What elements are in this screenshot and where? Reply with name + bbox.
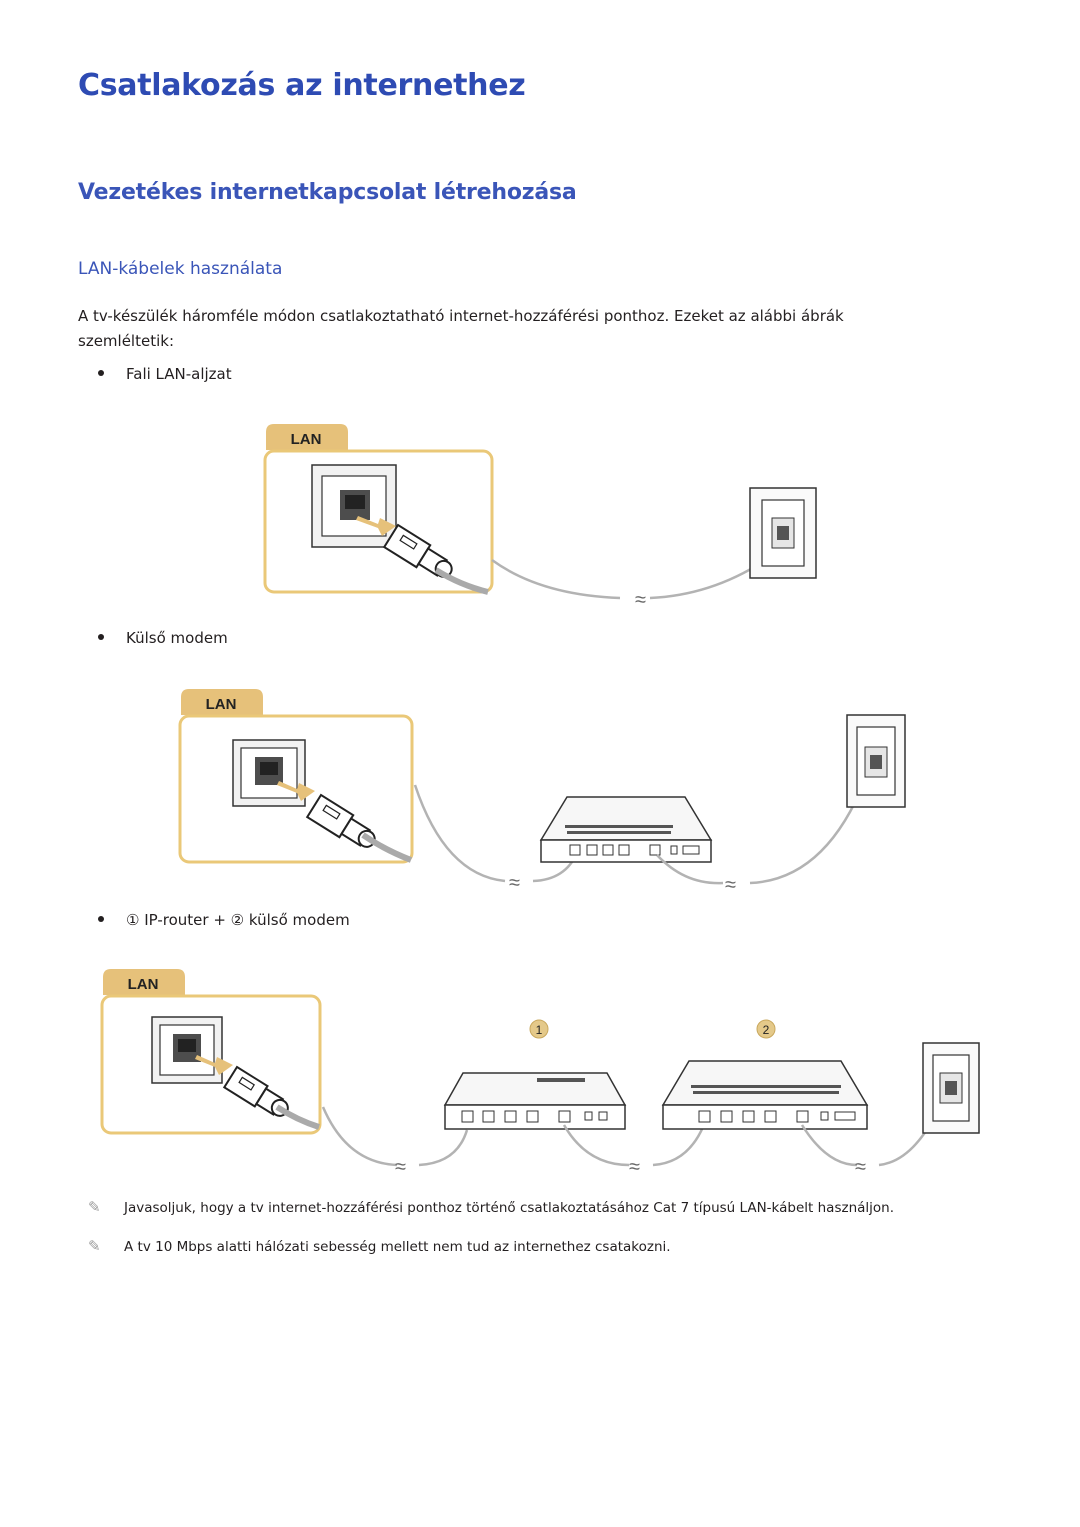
lan-callout: LAN (178, 689, 414, 864)
modem-icon (661, 1060, 869, 1130)
lan-plug-icon (382, 523, 453, 578)
page-title: Csatlakozás az internethez (78, 68, 526, 103)
cable-break-icon: ≈ (395, 1156, 406, 1178)
modem-icon (539, 796, 713, 863)
cable-line (418, 1129, 469, 1167)
section-title: Vezetékes internetkapcsolat létrehozása (78, 180, 577, 205)
cable-line (800, 1124, 858, 1167)
cable-break-icon: ≈ (509, 872, 520, 894)
intro-paragraph: A tv-készülék háromféle módon csatlakozt… (78, 307, 844, 350)
option-wall-lan: Fali LAN-aljzat (98, 365, 232, 383)
lan-tab-label: LAN (206, 696, 237, 713)
note-text: A tv 10 Mbps alatti hálózati sebesség me… (124, 1239, 671, 1255)
lan-tab-label: LAN (291, 431, 322, 448)
bullet-dot-icon (98, 369, 104, 376)
pencil-icon: ✎ (88, 1198, 101, 1216)
option-label: Fali LAN-aljzat (126, 365, 232, 383)
modem-marker: 2 (756, 1019, 776, 1039)
cable-line (491, 558, 621, 600)
subsection-title: LAN-kábelek használata (78, 259, 283, 279)
svg-text:2: 2 (763, 1023, 770, 1037)
cable-break-icon: ≈ (629, 1156, 640, 1178)
insert-arrow-icon (356, 516, 396, 536)
option-label: Külső modem (126, 629, 228, 647)
note-text: Javasoljuk, hogy a tv internet-hozzáféré… (124, 1200, 895, 1216)
diagram-router-modem: LAN ≈ 1 ≈ 2 (100, 969, 980, 1178)
insert-arrow-icon (277, 781, 315, 801)
option-external-modem: Külső modem (98, 629, 228, 647)
diagram-wall-lan: LAN ≈ (263, 424, 817, 611)
cable-break-icon: ≈ (725, 874, 736, 896)
router-icon (443, 1072, 627, 1130)
diagram-external-modem: LAN ≈ ≈ (178, 689, 906, 896)
cable-line (652, 1126, 705, 1167)
option-router-modem: ① IP-router + ② külső modem (98, 911, 350, 929)
wall-socket-icon (922, 1042, 980, 1134)
cable-line (562, 1124, 630, 1167)
note-speed: ✎ A tv 10 Mbps alatti hálózati sebesség m… (88, 1237, 671, 1255)
pencil-icon: ✎ (88, 1237, 101, 1255)
svg-text:1: 1 (536, 1023, 543, 1037)
cable-break-icon: ≈ (855, 1156, 866, 1178)
note-cat7: ✎ Javasoljuk, hogy a tv internet-hozzáfér… (88, 1198, 894, 1216)
cable-line (321, 1106, 398, 1167)
router-marker: 1 (529, 1019, 549, 1039)
option-label: ① IP-router + ② külső modem (126, 911, 350, 929)
cable-line (656, 854, 724, 885)
insert-arrow-icon (195, 1055, 233, 1075)
lan-callout: LAN (100, 969, 322, 1135)
bullet-dot-icon (98, 915, 104, 922)
cable-line (413, 784, 506, 883)
lan-callout: LAN (263, 424, 494, 595)
lan-tab-label: LAN (128, 976, 159, 993)
bullet-dot-icon (98, 633, 104, 640)
wall-socket-icon (846, 714, 906, 808)
wall-socket-icon (749, 487, 817, 579)
cable-break-icon: ≈ (635, 589, 646, 611)
